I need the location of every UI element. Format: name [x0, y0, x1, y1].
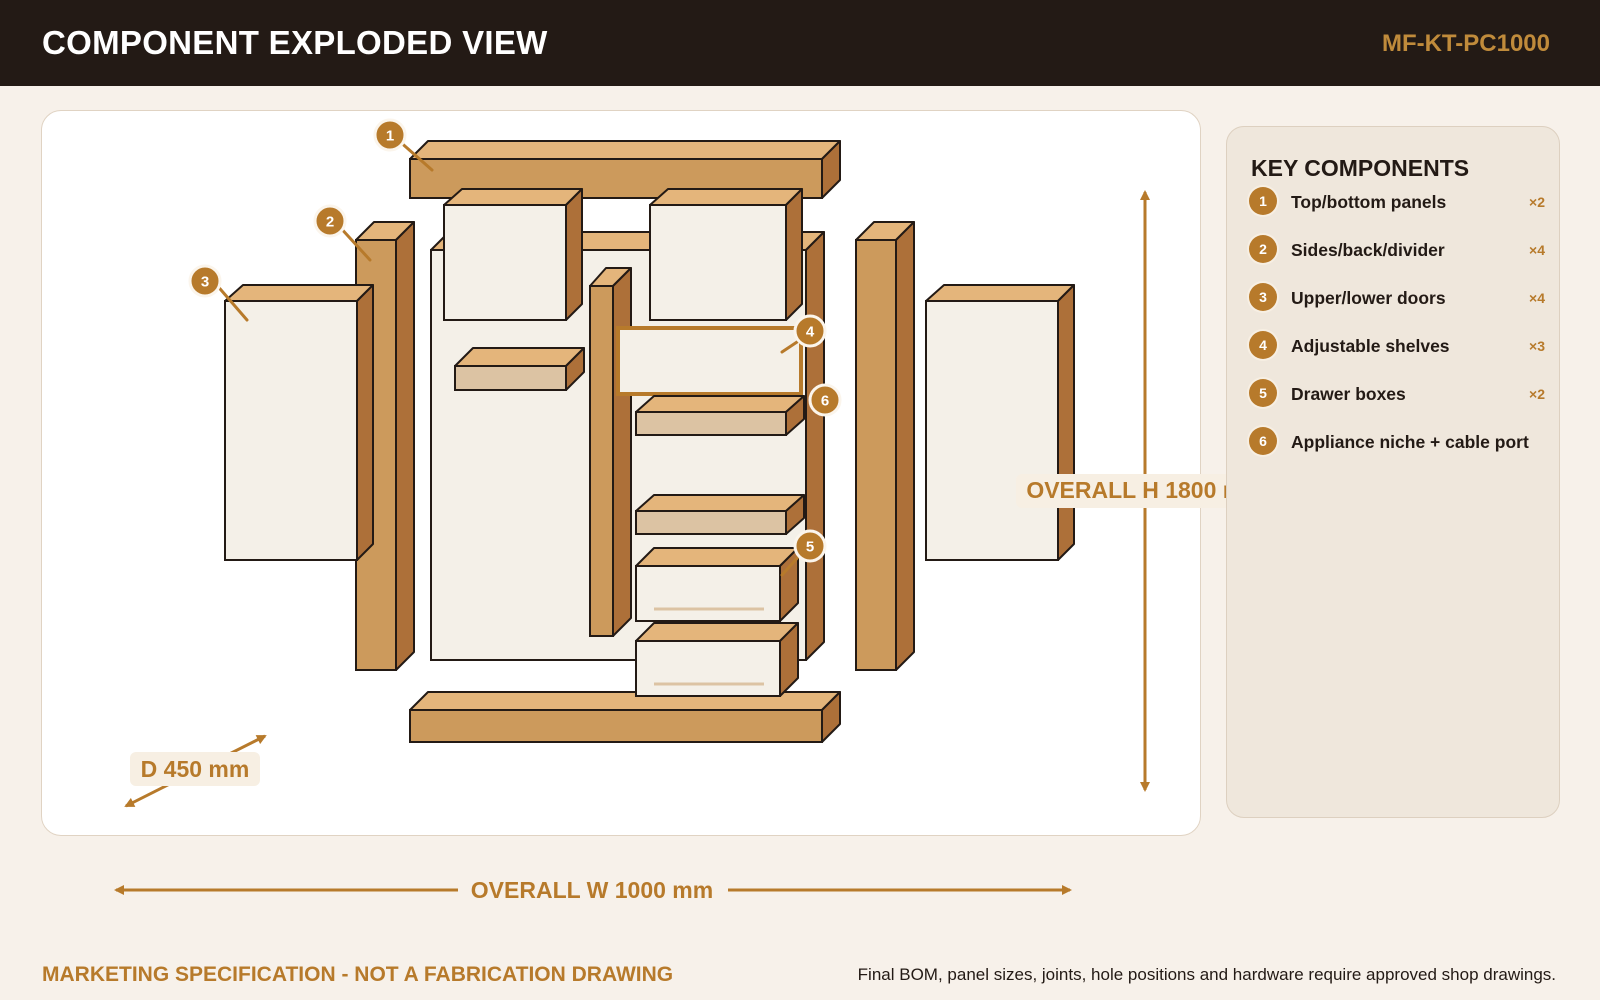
callout-number-6: 6 — [821, 393, 829, 410]
key-item-2: 2 Sides/back/divider ×4 — [1249, 235, 1549, 265]
callout-badge-1: 1 — [373, 118, 407, 152]
callout-badge-2: 2 — [313, 204, 347, 238]
key-badge-6: 6 — [1249, 427, 1277, 455]
key-badge-5: 5 — [1249, 379, 1277, 407]
key-label-5: Drawer boxes — [1291, 384, 1406, 404]
key-badge-3: 3 — [1249, 283, 1277, 311]
header-bar: COMPONENT EXPLODED VIEW MF-KT-PC1000 — [0, 0, 1600, 86]
adjustable-shelf-lower — [635, 494, 805, 535]
key-badge-2: 2 — [1249, 235, 1277, 263]
depth-label: D 450 mm — [141, 756, 250, 782]
key-qty-4: ×3 — [1529, 338, 1545, 354]
key-label-4: Adjustable shelves — [1291, 336, 1450, 356]
key-item-6: 6 Appliance niche + cable port — [1249, 427, 1549, 457]
upper-door-right — [649, 188, 803, 321]
key-label-6: Appliance niche + cable port — [1291, 432, 1529, 452]
callout-number-3: 3 — [201, 274, 209, 291]
footer-disclaimer: MARKETING SPECIFICATION - NOT A FABRICAT… — [42, 963, 674, 986]
upper-door-left — [443, 188, 583, 321]
appliance-niche — [616, 326, 803, 396]
center-divider — [589, 267, 632, 637]
height-label: OVERALL H 1800 mm — [1026, 477, 1263, 503]
adjustable-shelf-left — [454, 347, 585, 391]
lower-door-right — [925, 284, 1075, 561]
callout-badge-5: 5 — [793, 529, 827, 563]
page-title: COMPONENT EXPLODED VIEW — [42, 24, 548, 61]
width-label: OVERALL W 1000 mm — [471, 877, 713, 903]
drawer-box-lower — [635, 622, 799, 697]
callout-badge-3: 3 — [188, 264, 222, 298]
key-badge-4: 4 — [1249, 331, 1277, 359]
footer-note: Final BOM, panel sizes, joints, hole pos… — [857, 965, 1556, 984]
key-badge-1: 1 — [1249, 187, 1277, 215]
callout-badge-6: 6 — [808, 383, 842, 417]
key-label-2: Sides/back/divider — [1291, 240, 1445, 260]
key-item-5: 5 Drawer boxes ×2 — [1249, 379, 1549, 409]
key-components-title: KEY COMPONENTS — [1251, 155, 1470, 181]
callout-number-2: 2 — [326, 214, 334, 231]
key-item-3: 3 Upper/lower doors ×4 — [1249, 283, 1549, 313]
key-item-4: 4 Adjustable shelves ×3 — [1249, 331, 1549, 361]
callout-badge-4: 4 — [793, 314, 827, 348]
width-dimension: OVERALL W 1000 mm — [114, 877, 1072, 903]
product-code: MF-KT-PC1000 — [1381, 30, 1550, 57]
key-qty-3: ×4 — [1529, 290, 1545, 306]
depth-dimension: D 450 mm — [124, 734, 267, 808]
callout-number-1: 1 — [386, 128, 394, 145]
lower-door-left — [224, 284, 374, 561]
key-item-1: 1 Top/bottom panels ×2 — [1249, 187, 1549, 217]
drawer-box-upper — [635, 547, 799, 622]
callout-number-5: 5 — [806, 539, 814, 556]
key-label-3: Upper/lower doors — [1291, 288, 1446, 308]
callout-number-4: 4 — [806, 324, 815, 341]
key-label-1: Top/bottom panels — [1291, 192, 1447, 212]
key-qty-2: ×4 — [1529, 242, 1545, 258]
height-dimension: OVERALL H 1800 mm — [1016, 190, 1278, 792]
key-qty-1: ×2 — [1529, 194, 1545, 210]
bottom-panel — [409, 691, 841, 743]
key-components-panel: KEY COMPONENTS 1 Top/bottom panels ×2 2 … — [1226, 126, 1560, 818]
right-side-panel — [855, 221, 915, 671]
adjustable-shelf-upper — [635, 395, 805, 436]
key-qty-5: ×2 — [1529, 386, 1545, 402]
